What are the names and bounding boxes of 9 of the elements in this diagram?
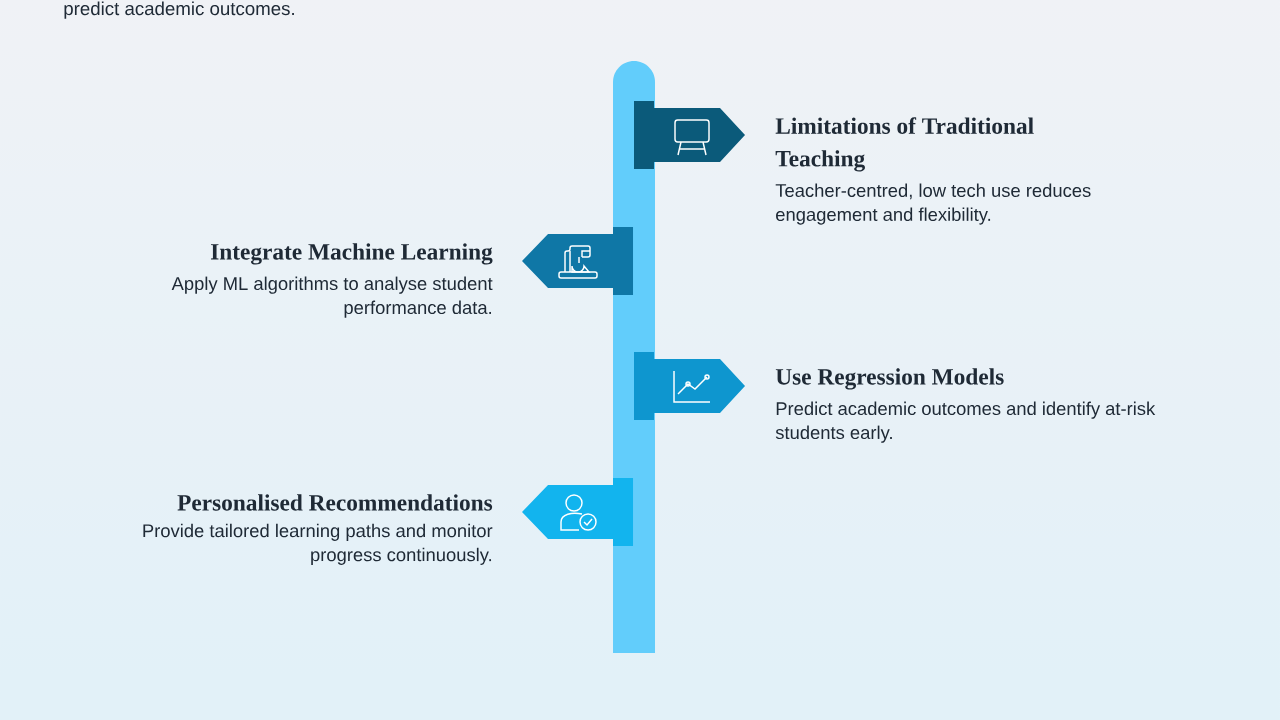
step-heading: Personalised Recommendations bbox=[177, 494, 493, 511]
step-description: Provide tailored learning paths and monitor progress continuously. bbox=[143, 523, 493, 565]
step-description: Apply ML algorithms to analyse student performance data. bbox=[171, 276, 493, 318]
step-heading: Use Regression Models bbox=[775, 368, 1004, 390]
step-heading: Integrate Machine Learning bbox=[211, 243, 493, 265]
step-description: Predict academic outcomes and identify at-risk students early. bbox=[775, 401, 1156, 443]
step-description: Teacher-centred, low tech use reduces engagement and flexibility. bbox=[775, 183, 1091, 225]
step-heading: Limitations of Traditional Teaching bbox=[775, 117, 1034, 172]
paragraph-text: predict academic outcomes. bbox=[64, 1, 294, 19]
